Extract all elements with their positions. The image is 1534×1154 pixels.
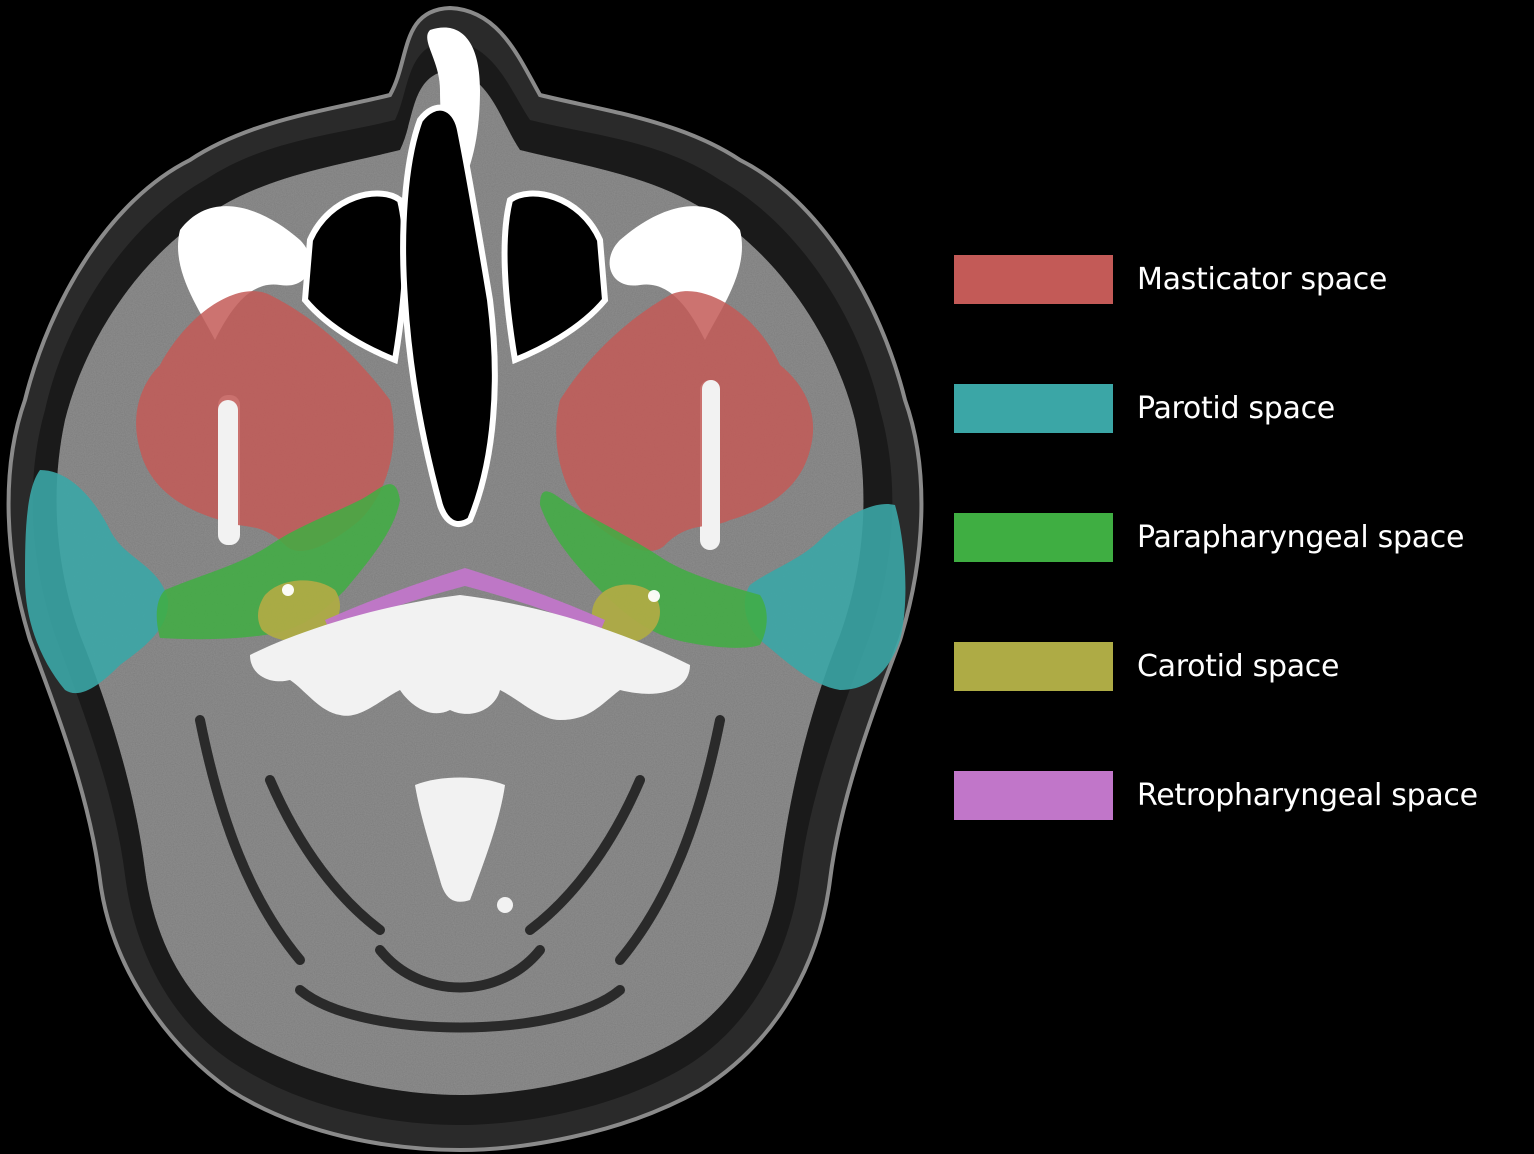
legend-swatch [954,513,1113,562]
muscle-fat-planes [195,715,725,1033]
legend-item: Parapharyngeal space [954,513,1514,562]
carotid-space-overlay [258,580,660,642]
legend-item: Parotid space [954,384,1514,433]
vertebra [250,595,690,913]
legend-label: Retropharyngeal space [1137,778,1478,813]
masticator-space-overlay [136,291,814,551]
parotid-space-overlay [25,470,906,694]
legend-item: Retropharyngeal space [954,771,1514,820]
legend-item: Masticator space [954,255,1514,304]
legend-swatch [954,384,1113,433]
ct-scan-image [6,5,924,1153]
legend-label: Carotid space [1137,649,1340,684]
legend-swatch [954,771,1113,820]
legend-swatch [954,255,1113,304]
legend-label: Parapharyngeal space [1137,520,1465,555]
legend-item: Carotid space [954,642,1514,691]
nasal-airway [301,104,609,527]
legend-label: Masticator space [1137,262,1388,297]
parapharyngeal-space-overlay [156,484,767,648]
legend-swatch [954,642,1113,691]
retropharyngeal-space-overlay [325,568,605,632]
legend-label: Parotid space [1137,391,1335,426]
